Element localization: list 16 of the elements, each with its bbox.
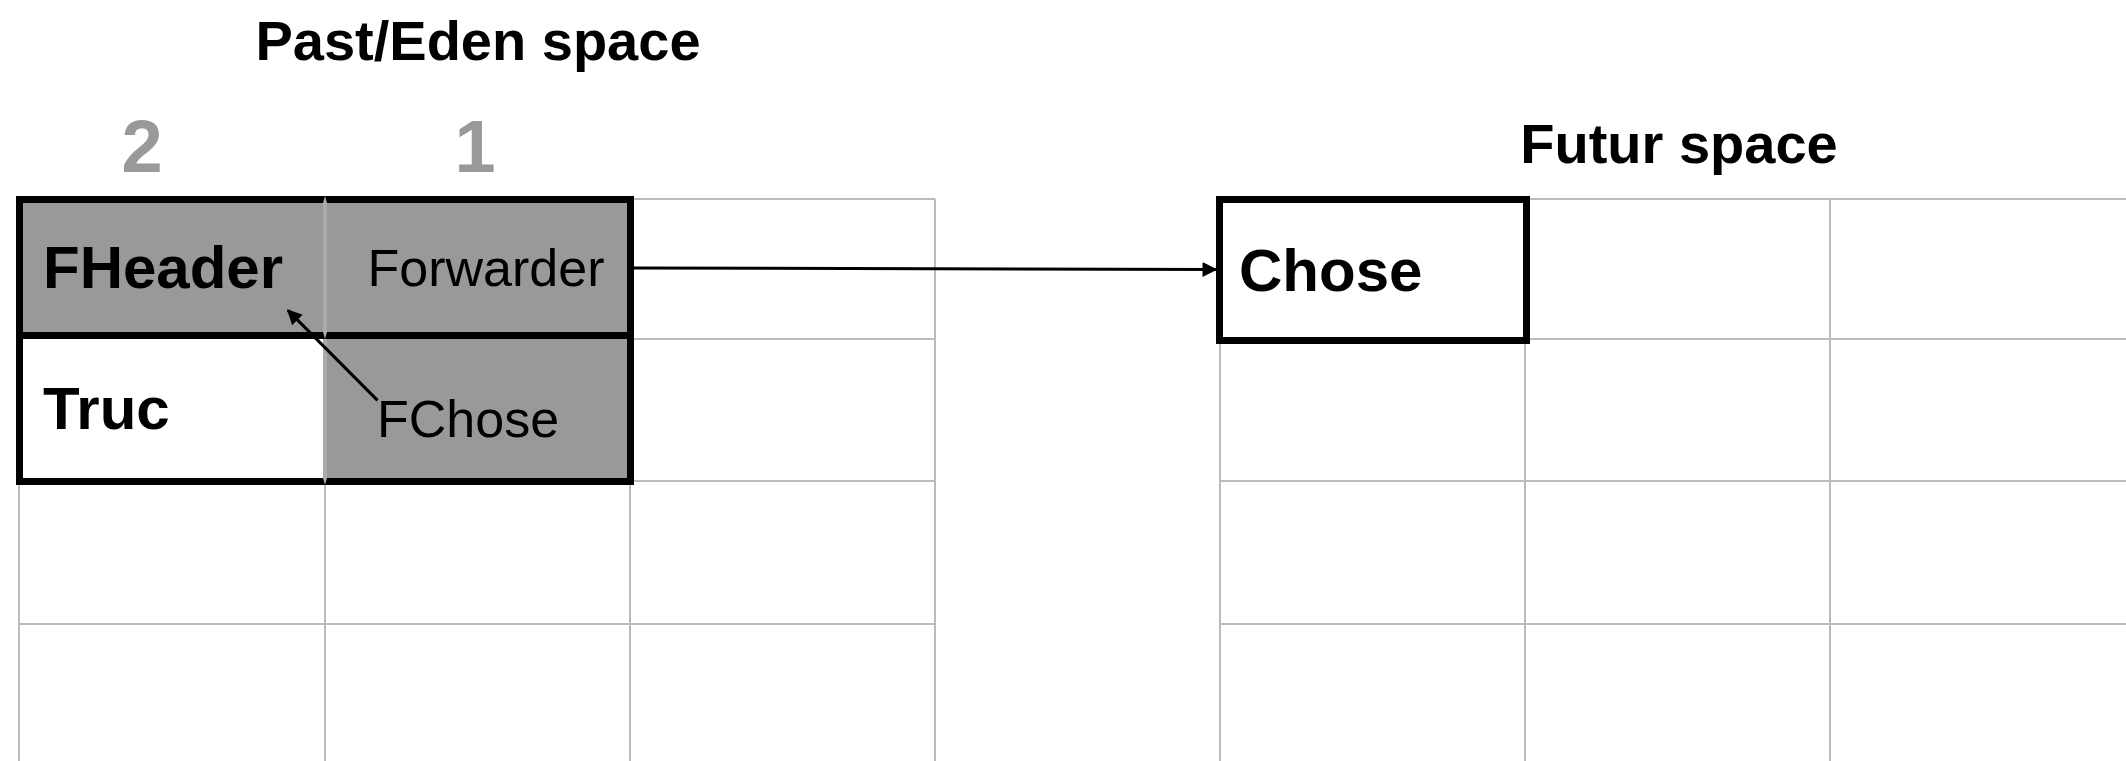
memory-cell	[16, 339, 325, 485]
cell-label: Chose	[1239, 235, 1423, 305]
cell-label: FChose	[377, 388, 560, 449]
space-heading: Past/Eden space	[255, 7, 701, 73]
arrow	[286, 309, 379, 402]
memory-cell	[1216, 196, 1530, 344]
memory-cell	[325, 196, 634, 339]
memory-cell	[325, 339, 634, 485]
memory-cell	[16, 196, 325, 339]
cell-label: Truc	[43, 374, 170, 443]
space-heading: Futur space	[1520, 110, 1838, 176]
arrow	[634, 262, 1218, 277]
cell-label: FHeader	[43, 233, 284, 302]
column-number: 1	[454, 103, 496, 189]
column-number: 2	[121, 103, 163, 189]
cell-label: Forwarder	[367, 237, 605, 298]
